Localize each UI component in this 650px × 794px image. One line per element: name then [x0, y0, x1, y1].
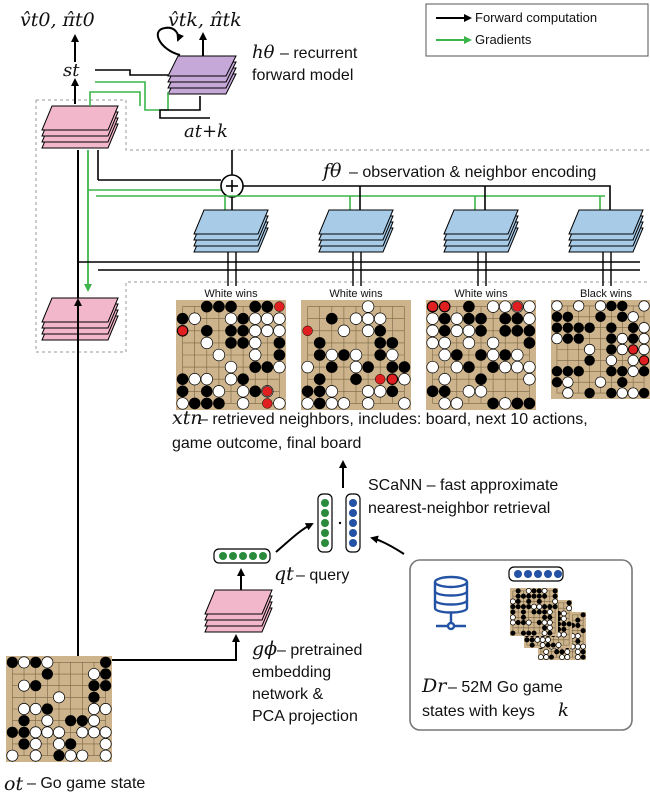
- neighbor-outcome-1: White wins: [204, 288, 258, 300]
- database-symbol: Dr: [421, 675, 448, 697]
- grad-state-h: [95, 81, 169, 111]
- neighbor-board-4: [551, 300, 650, 399]
- embedding-label-2: embedding: [252, 664, 331, 681]
- neighbor-outcome-2: White wins: [329, 288, 383, 300]
- recurrent-model-symbol: hθ: [252, 42, 275, 63]
- observation-symbol: ot: [4, 773, 23, 794]
- scann-label-1: SCaNN – fast approximate: [368, 477, 558, 494]
- encoder-symbol: fθ: [321, 160, 342, 182]
- embedding-label-1: – pretrained: [277, 642, 362, 659]
- observation-label: – Go game state: [27, 775, 145, 792]
- encoder-label: – observation & neighbor encoding: [349, 164, 596, 181]
- query-vector: [213, 548, 271, 564]
- embedding-symbol: gϕ: [252, 638, 277, 660]
- action-label: at+k: [184, 121, 228, 142]
- legend-forward-label: Forward computation: [475, 10, 597, 25]
- database-to-dot-arrow: [370, 535, 405, 555]
- neighbor-symbol: xtn: [172, 407, 203, 429]
- encoder-output-stack: [41, 105, 119, 149]
- query-label: – query: [296, 567, 349, 584]
- database-icon: [433, 575, 469, 631]
- recurrent-model-stack: [167, 55, 237, 95]
- output-initial-label: v̂t0, π̂t0: [20, 9, 95, 31]
- action-line: [159, 96, 210, 119]
- legend-box: [425, 3, 649, 57]
- encoder-stack-3: [443, 209, 519, 253]
- dashed-lower-box: [35, 100, 650, 353]
- query-to-dot-arrow: [275, 523, 314, 553]
- recurrence-loop-arrow: [156, 26, 184, 56]
- database-key-symbol: k: [558, 700, 569, 721]
- neighbor-board-3: [426, 300, 536, 410]
- obs-to-embedding-arrow: [78, 634, 240, 661]
- embedding-label-4: PCA projection: [252, 708, 358, 725]
- legend: Forward computation Gradients: [425, 3, 649, 57]
- encoder-stack-4: [568, 209, 644, 253]
- dashed-encoder-box: [36, 99, 650, 151]
- state-to-h-line: [95, 69, 168, 76]
- output-k-label: v̂tk, π̂tk: [168, 9, 242, 31]
- observation-board: [6, 656, 112, 762]
- neighbor-label-2: game outcome, final board: [172, 435, 361, 452]
- neighbor-label-1: – retrieved neighbors, includes: board, …: [199, 411, 588, 428]
- encoder-input-stack: [41, 297, 119, 341]
- encoder-stack-2: [318, 209, 394, 253]
- dot-product-vectors: [317, 493, 361, 553]
- database-label-1: – 52M Go game: [448, 679, 563, 696]
- embedding-stack: [204, 589, 273, 633]
- query-symbol: qt: [274, 563, 294, 585]
- neighbor-board-1: [176, 300, 286, 410]
- database-label-2: states with keys: [422, 703, 535, 720]
- neighbor-board-2: [301, 300, 411, 410]
- encoder-stack-1: [193, 209, 269, 253]
- neighbor-outcome-4: Black wins: [580, 288, 632, 300]
- recurrent-model-label-2: forward model: [252, 67, 353, 84]
- grad-top-stack: [89, 91, 141, 106]
- neighbor-outcome-3: White wins: [454, 288, 508, 300]
- recurrent-model-label-1: – recurrent: [280, 45, 358, 62]
- database-key-vector: [508, 566, 564, 582]
- database-boards: [509, 587, 587, 661]
- state-label: st: [63, 60, 80, 81]
- scann-label-2: nearest-neighbor retrieval: [368, 500, 550, 517]
- legend-gradient-label: Gradients: [475, 32, 532, 47]
- embedding-label-3: network &: [252, 686, 323, 703]
